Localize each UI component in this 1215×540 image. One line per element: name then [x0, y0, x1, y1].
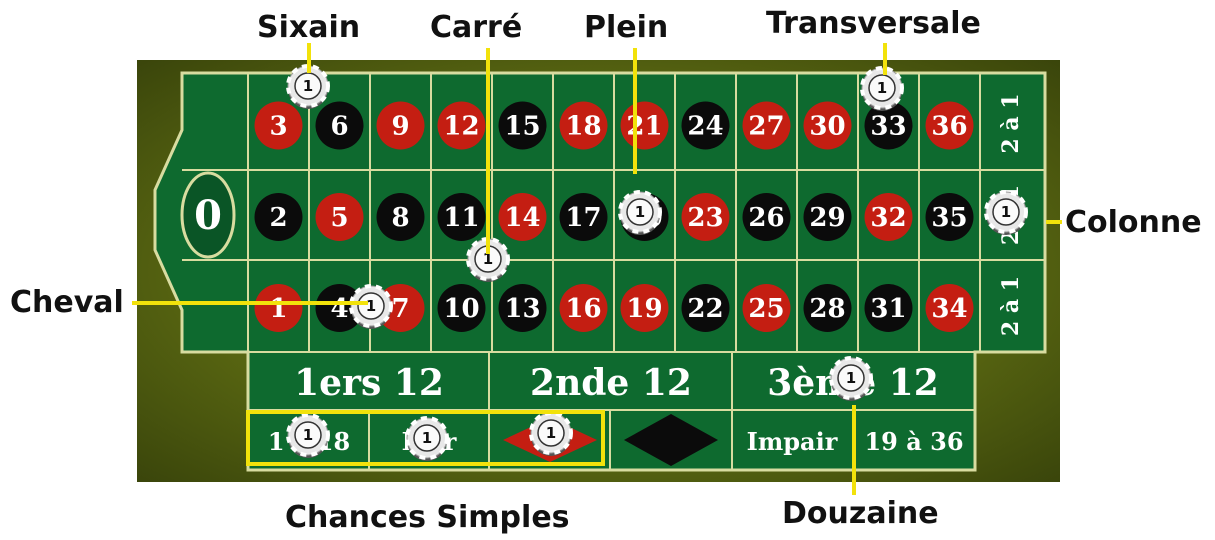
- douzaine-chip: 1: [831, 358, 871, 401]
- column-label: 2 à 1: [998, 93, 1024, 153]
- label-transversale: Transversale: [766, 6, 981, 41]
- number-15: 15: [504, 112, 540, 142]
- label-colonne: Colonne: [1065, 205, 1202, 240]
- number-32: 32: [870, 203, 906, 233]
- column-label: 2 à 1: [998, 276, 1024, 336]
- number-25: 25: [748, 294, 784, 324]
- number-9: 9: [391, 112, 409, 142]
- number-22: 22: [687, 294, 723, 324]
- number-31: 31: [870, 294, 906, 324]
- plein-pointer: [633, 48, 637, 174]
- number-1: 1: [269, 294, 287, 324]
- number-33: 33: [870, 112, 906, 142]
- douzaine-pointer: [852, 405, 856, 495]
- number-36: 36: [931, 112, 967, 142]
- colonne-chip: 1: [986, 192, 1026, 235]
- dozen-label: 1ers 12: [294, 362, 444, 404]
- number-14: 14: [504, 203, 540, 233]
- number-6: 6: [330, 112, 348, 142]
- cheval-pointer: [132, 301, 368, 305]
- number-16: 16: [565, 294, 601, 324]
- colonne-pointer: [1046, 220, 1062, 224]
- label-douzaine: Douzaine: [782, 496, 939, 531]
- outside-bet-label: 19 à 36: [864, 427, 963, 456]
- number-17: 17: [565, 203, 601, 233]
- sixain-pointer: [307, 43, 311, 73]
- number-26: 26: [748, 203, 784, 233]
- number-29: 29: [809, 203, 845, 233]
- label-cheval: Cheval: [10, 285, 124, 320]
- chip-value: 1: [366, 297, 376, 315]
- label-sixain: Sixain: [257, 10, 360, 45]
- label-plein: Plein: [584, 10, 668, 45]
- zero-number: 0: [194, 192, 222, 239]
- number-12: 12: [443, 112, 479, 142]
- number-8: 8: [391, 203, 409, 233]
- chip-value: 1: [877, 79, 887, 97]
- number-18: 18: [565, 112, 601, 142]
- number-4: 4: [330, 294, 348, 324]
- number-5: 5: [330, 203, 348, 233]
- number-34: 34: [931, 294, 967, 324]
- number-7: 7: [391, 294, 409, 324]
- outside-bet-label: Impair: [747, 427, 838, 456]
- chip-value: 1: [1001, 203, 1011, 221]
- number-10: 10: [443, 294, 479, 324]
- chip-value: 1: [846, 369, 856, 387]
- chances-simples-box: [246, 410, 605, 466]
- transversale-pointer: [883, 43, 887, 75]
- chip-value: 1: [635, 203, 645, 221]
- number-28: 28: [809, 294, 845, 324]
- number-19: 19: [626, 294, 662, 324]
- number-30: 30: [809, 112, 845, 142]
- label-chances-simples: Chances Simples: [285, 500, 570, 535]
- number-23: 23: [687, 203, 723, 233]
- number-21: 21: [626, 112, 662, 142]
- number-11: 11: [443, 203, 479, 233]
- chip-value: 1: [303, 77, 313, 95]
- number-2: 2: [269, 203, 287, 233]
- label-carre: Carré: [430, 10, 522, 45]
- number-13: 13: [504, 294, 540, 324]
- number-24: 24: [687, 112, 723, 142]
- plein-chip: 1: [620, 192, 660, 235]
- dozen-label: 2nde 12: [530, 362, 692, 404]
- cheval-chip: 1: [351, 286, 391, 329]
- transversale-chip: 1: [862, 68, 902, 111]
- carre-pointer: [486, 48, 490, 254]
- number-27: 27: [748, 112, 784, 142]
- number-3: 3: [269, 112, 287, 142]
- number-35: 35: [931, 203, 967, 233]
